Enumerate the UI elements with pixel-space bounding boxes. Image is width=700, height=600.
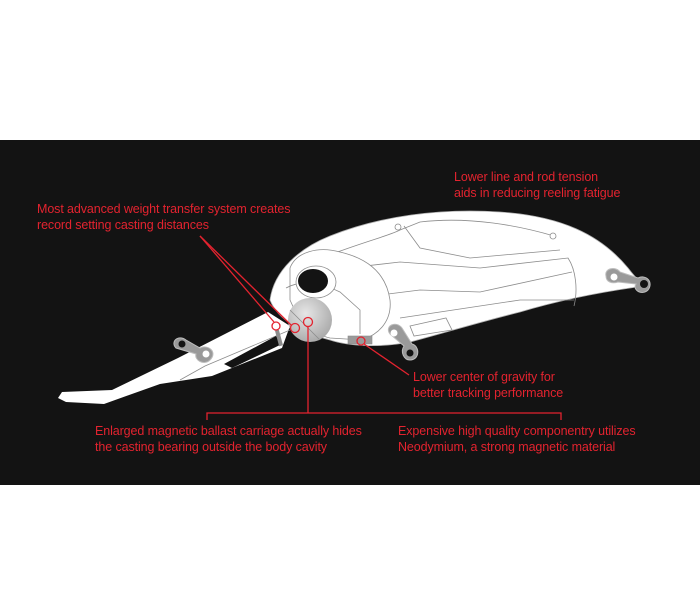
callout-center-gravity-line1: Lower center of gravity for xyxy=(413,370,555,384)
leader-weight-transfer-b xyxy=(199,235,292,326)
callout-ballast-carriage: Enlarged magnetic ballast carriage actua… xyxy=(95,424,362,455)
callout-leaders xyxy=(199,235,562,420)
callout-neodymium: Expensive high quality componentry utili… xyxy=(398,424,636,455)
leader-center-gravity xyxy=(363,343,410,376)
callout-ballast-carriage-line2: the casting bearing outside the body cav… xyxy=(95,439,327,454)
marker-center-gravity xyxy=(356,336,366,346)
leader-weight-transfer-a xyxy=(199,235,275,323)
callout-ballast-carriage-line1: Enlarged magnetic ballast carriage actua… xyxy=(95,424,362,438)
leader-bracket xyxy=(206,412,562,420)
callout-center-gravity: Lower center of gravity for better track… xyxy=(413,370,563,401)
lip-line-tie xyxy=(173,337,214,363)
tail-hook-hanger xyxy=(605,268,651,293)
callout-line-tension-line1: Lower line and rod tension xyxy=(454,170,599,184)
callout-neodymium-line2: Neodymium, a strong magnetic material xyxy=(398,439,616,454)
callout-weight-transfer: Most advanced weight transfer system cre… xyxy=(37,202,290,233)
callout-line-tension: Lower line and rod tension aids in reduc… xyxy=(454,170,620,201)
callout-center-gravity-line2: better tracking performance xyxy=(413,385,564,400)
magnetic-ballast-ball xyxy=(288,298,332,342)
weight-slot xyxy=(274,329,373,347)
callout-weight-transfer-line2: record setting casting distances xyxy=(37,217,209,232)
marker-weight-transfer-a xyxy=(271,321,281,331)
diving-lip xyxy=(58,312,291,404)
callout-line-tension-line2: aids in reducing reeling fatigue xyxy=(454,185,621,200)
callout-weight-transfer-line1: Most advanced weight transfer system cre… xyxy=(37,202,291,216)
marker-weight-transfer-b xyxy=(289,322,301,334)
belly-hook-hanger xyxy=(388,323,419,361)
marker-magnetic-ball xyxy=(302,316,314,328)
lure-eye xyxy=(295,265,337,299)
callout-neodymium-line1: Expensive high quality componentry utili… xyxy=(398,424,636,438)
